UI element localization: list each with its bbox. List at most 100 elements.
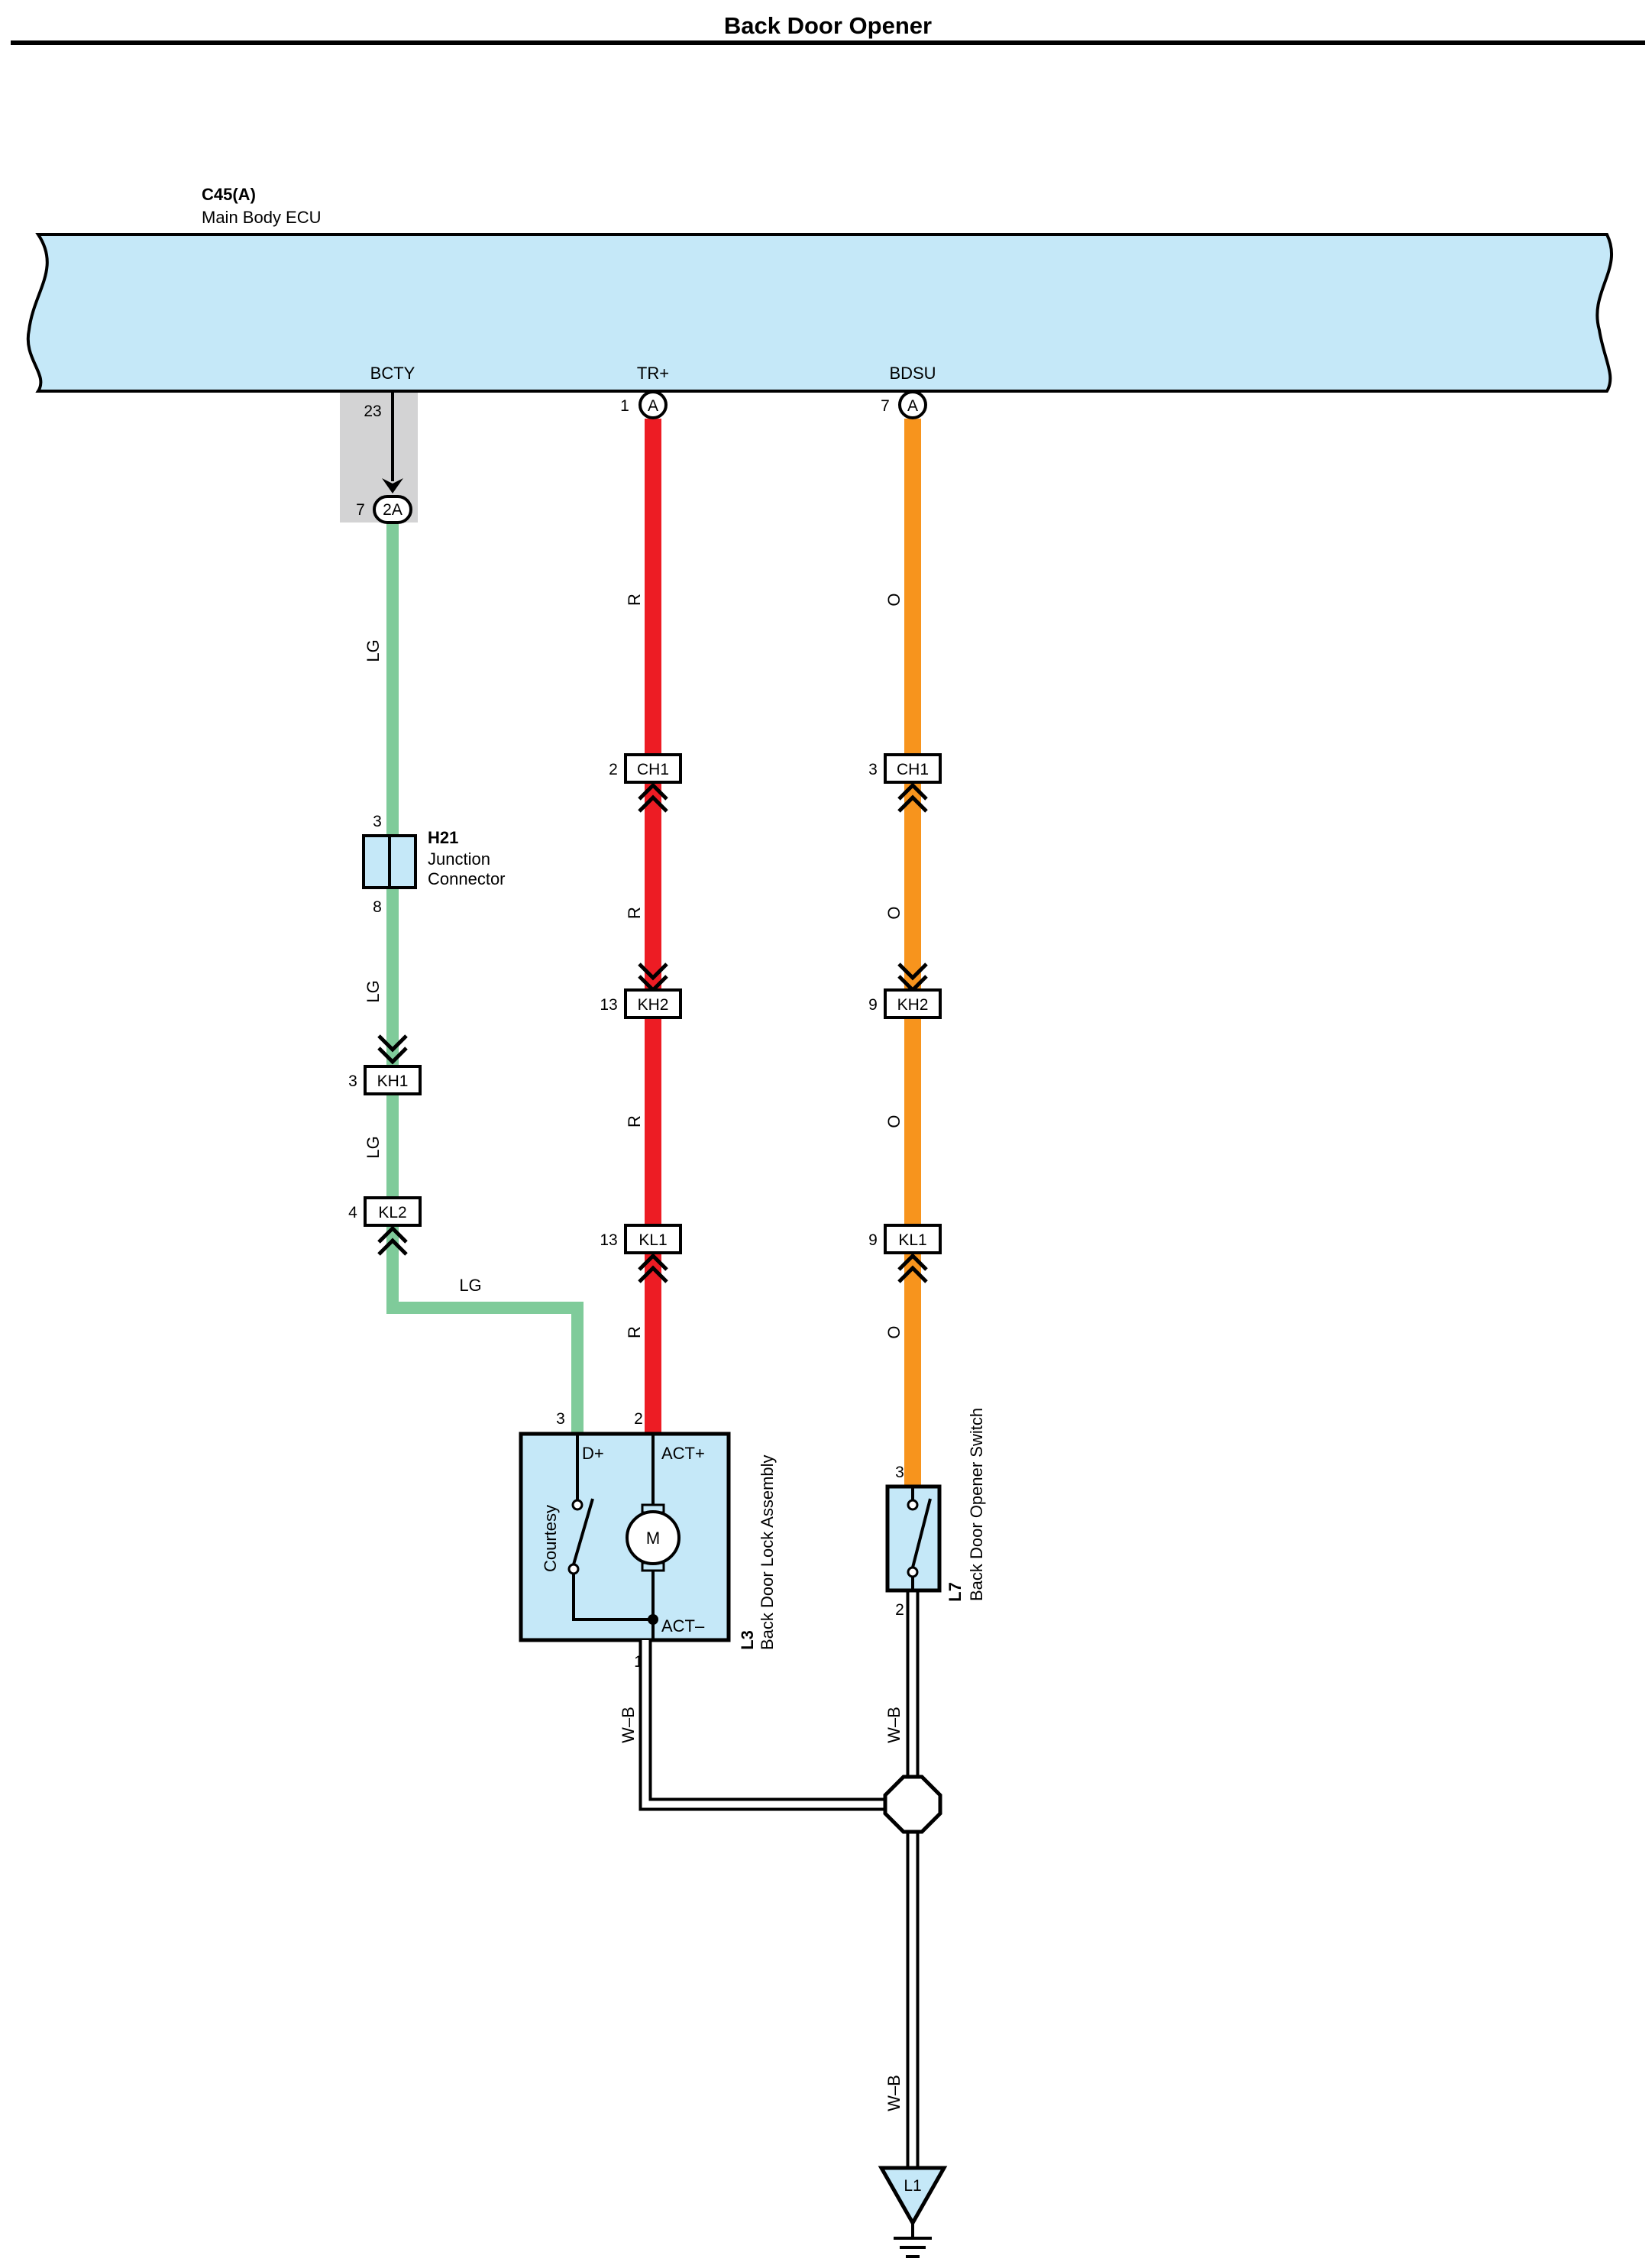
- lock-pin-act-plus: 2: [634, 1410, 643, 1428]
- lock-terminal-act-minus: ACT–: [661, 1616, 705, 1635]
- connector-ch1-o-pin: 3: [868, 761, 878, 778]
- courtesy-switch-label: Courtesy: [541, 1505, 560, 1572]
- lock-pin-act-minus: 1: [634, 1653, 643, 1671]
- courtesy-switch-contact-bottom: [567, 1563, 580, 1575]
- lock-terminal-act-plus: ACT+: [661, 1444, 705, 1463]
- wire-lg-label-4: LG: [459, 1276, 481, 1295]
- connector-kl2: [364, 1196, 422, 1227]
- ecu-code: C45(A): [202, 185, 256, 204]
- kl2-chevron: [377, 1225, 408, 1256]
- wire-wb-l3-core: [642, 1640, 887, 1808]
- kh1-chevron: [377, 1034, 408, 1065]
- connector-ch1-r-label: CH1: [637, 761, 669, 778]
- act-minus-junction: [648, 1614, 658, 1625]
- wire-wb-label-2: W–B: [884, 1707, 904, 1743]
- bdsu-ecu-pin: 7: [881, 397, 890, 415]
- connector-kl1-r-pin: 13: [600, 1231, 617, 1249]
- lock-terminal-d-plus: D+: [582, 1444, 604, 1463]
- lock-assembly-body: [519, 1432, 731, 1642]
- bdsu-terminal-connector: A: [907, 397, 918, 415]
- opener-switch-pin-out: 2: [895, 1601, 904, 1619]
- h21-pin-in: 3: [373, 813, 382, 830]
- opener-switch-name: Back Door Opener Switch: [967, 1408, 986, 1601]
- connector-kl1-o-label: KL1: [898, 1231, 926, 1249]
- connector-kl1-r-label: KL1: [638, 1231, 667, 1249]
- wire-r-label-1: R: [625, 594, 644, 606]
- ch1-r-chevron: [638, 782, 668, 813]
- ecu-terminal-bdsu: BDSU: [889, 364, 936, 383]
- tr-plus-terminal-connector: A: [648, 397, 658, 415]
- connector-kh2-r-pin: 13: [600, 996, 617, 1014]
- ch1-o-chevron: [897, 782, 928, 813]
- wire-wb-label-3: W–B: [884, 2075, 904, 2111]
- connector-kh1-pin: 3: [348, 1073, 357, 1090]
- kl1-r-chevron: [638, 1253, 668, 1283]
- ecu-terminal-bcty: BCTY: [370, 364, 415, 383]
- kl1-o-chevron: [897, 1253, 928, 1283]
- wire-wb-label-1: W–B: [619, 1707, 638, 1743]
- ecu-body: [26, 233, 1613, 393]
- ecu-name: Main Body ECU: [202, 208, 322, 227]
- motor-label: M: [646, 1529, 660, 1548]
- tr-plus-ecu-pin: 1: [620, 397, 629, 415]
- wire-lg-label-3: LG: [364, 1136, 383, 1158]
- connector-kl1-o-pin: 9: [868, 1231, 878, 1249]
- title-rule: [11, 40, 1645, 45]
- splice-2a-label: 2A: [383, 501, 402, 519]
- tr-plus-terminal: [638, 390, 668, 419]
- motor-icon: [626, 1510, 681, 1565]
- bcty-ecu-pin: 23: [364, 403, 381, 420]
- courtesy-switch-contact-top: [571, 1499, 584, 1511]
- wire-lg: [386, 524, 584, 1434]
- connector-kh1: [364, 1065, 422, 1095]
- ground-symbol-icon: [894, 2223, 932, 2258]
- wire-o-label-1: O: [884, 593, 904, 606]
- wire-lg-label-1: LG: [364, 639, 383, 662]
- lock-assembly-code: L3: [738, 1630, 757, 1650]
- wire-wb-l3: [638, 1640, 887, 1811]
- page-title: Back Door Opener: [724, 12, 932, 39]
- opener-switch-contact-bottom: [907, 1566, 919, 1578]
- splice-2a-pin: 7: [356, 501, 365, 519]
- bcty-arrow: [382, 478, 403, 493]
- connector-ch1-r: [624, 753, 682, 784]
- connector-kh2-o-label: KH2: [897, 996, 929, 1014]
- ground-l1-triangle: [878, 2166, 948, 2228]
- lock-pin-d-plus: 3: [556, 1410, 565, 1428]
- h21-pin-out: 8: [373, 898, 382, 916]
- opener-switch-code: L7: [946, 1582, 965, 1602]
- connector-kl2-pin: 4: [348, 1204, 357, 1221]
- h21-name-line2: Connector: [428, 869, 506, 888]
- connector-kl1-r: [624, 1224, 682, 1254]
- wire-r-label-3: R: [625, 1115, 644, 1128]
- wire-lg-label-2: LG: [364, 980, 383, 1002]
- h21-name-line1: Junction: [428, 849, 490, 869]
- splice-2a: [373, 495, 412, 524]
- lock-assembly-name: Back Door Lock Assembly: [758, 1454, 777, 1650]
- wire-o-label-4: O: [884, 1325, 904, 1338]
- connector-kh2-o-pin: 9: [868, 996, 878, 1014]
- connector-kl1-o: [884, 1224, 942, 1254]
- h21-code: H21: [428, 828, 458, 847]
- connector-ch1-r-pin: 2: [609, 761, 618, 778]
- connector-kh2-r-label: KH2: [638, 996, 669, 1014]
- ecu-terminal-tr-plus: TR+: [637, 364, 669, 383]
- wire-o-label-2: O: [884, 906, 904, 919]
- wire-o-label-3: O: [884, 1115, 904, 1128]
- connector-ch1-o-label: CH1: [897, 761, 929, 778]
- ground-l1-label: L1: [904, 2177, 921, 2195]
- courtesy-switch-lever: [572, 1498, 594, 1565]
- opener-switch-contact-top: [907, 1499, 919, 1511]
- lock-internal-wiring: [572, 1435, 655, 1640]
- bdsu-terminal: [898, 390, 927, 419]
- connector-kh2-o: [884, 988, 942, 1019]
- connector-kl2-label: KL2: [378, 1204, 406, 1221]
- wire-r-label-4: R: [625, 1326, 644, 1338]
- ground-splice-point: [883, 1775, 942, 1834]
- connector-kh1-label: KH1: [377, 1073, 409, 1090]
- opener-switch-lever: [911, 1498, 932, 1568]
- connector-kh2-r: [624, 988, 682, 1019]
- opener-switch-pin-in: 3: [895, 1464, 904, 1481]
- connector-ch1-o: [884, 753, 942, 784]
